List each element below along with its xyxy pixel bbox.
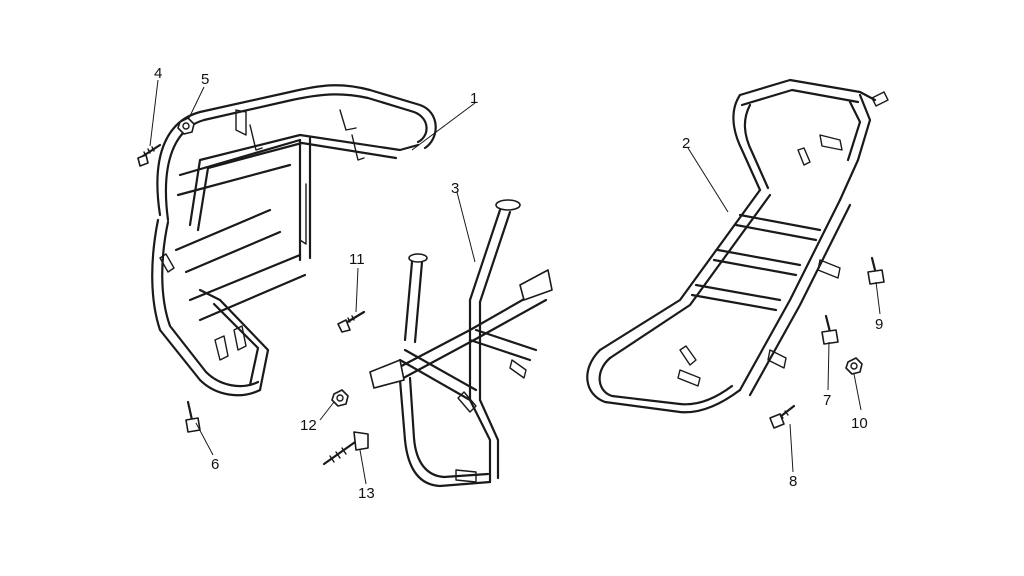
- callout-1: 1: [470, 90, 478, 107]
- front-rack-part-1: [151, 84, 437, 397]
- callout-2: 2: [682, 135, 690, 152]
- callout-8: 8: [789, 473, 797, 490]
- bolt-part-8: [769, 404, 796, 429]
- leader-lines: [149, 79, 881, 485]
- leader-10: [853, 373, 862, 411]
- callout-7: 7: [823, 392, 831, 409]
- leader-13: [359, 449, 367, 485]
- leader-11: [355, 267, 359, 313]
- callout-9: 9: [875, 316, 883, 333]
- callout-6: 6: [211, 456, 219, 473]
- leader-9: [875, 281, 881, 315]
- callout-4: 4: [154, 65, 162, 82]
- bolt-part-6: [185, 400, 201, 433]
- callout-11: 11: [349, 251, 365, 268]
- leader-2: [687, 147, 729, 213]
- bolt-part-4: [137, 143, 162, 167]
- bolt-part-13: [322, 431, 369, 466]
- callout-12: 12: [300, 417, 317, 434]
- leader-5: [188, 86, 205, 119]
- nut-part-5: [177, 117, 195, 135]
- callout-10: 10: [851, 415, 868, 432]
- nut-part-10: [845, 357, 863, 375]
- leader-3: [456, 191, 476, 263]
- nut-part-12: [331, 389, 349, 407]
- leader-1: [411, 102, 476, 151]
- leader-6: [195, 422, 214, 456]
- rear-rack-part-2: [586, 78, 889, 414]
- callout-5: 5: [201, 71, 209, 88]
- leader-7: [827, 341, 830, 391]
- callout-3: 3: [451, 180, 459, 197]
- bolt-part-9: [867, 256, 885, 285]
- leader-12: [319, 401, 335, 421]
- leader-8: [789, 423, 794, 473]
- callout-13: 13: [358, 485, 375, 502]
- leader-4: [149, 79, 159, 147]
- callout-labels: 1 2 3 4 5 6 7 8 9 10 11 12 13: [154, 65, 883, 502]
- mounting-frame-part-3: [369, 199, 553, 488]
- bolt-part-7: [821, 314, 839, 345]
- bolt-part-11: [337, 310, 366, 333]
